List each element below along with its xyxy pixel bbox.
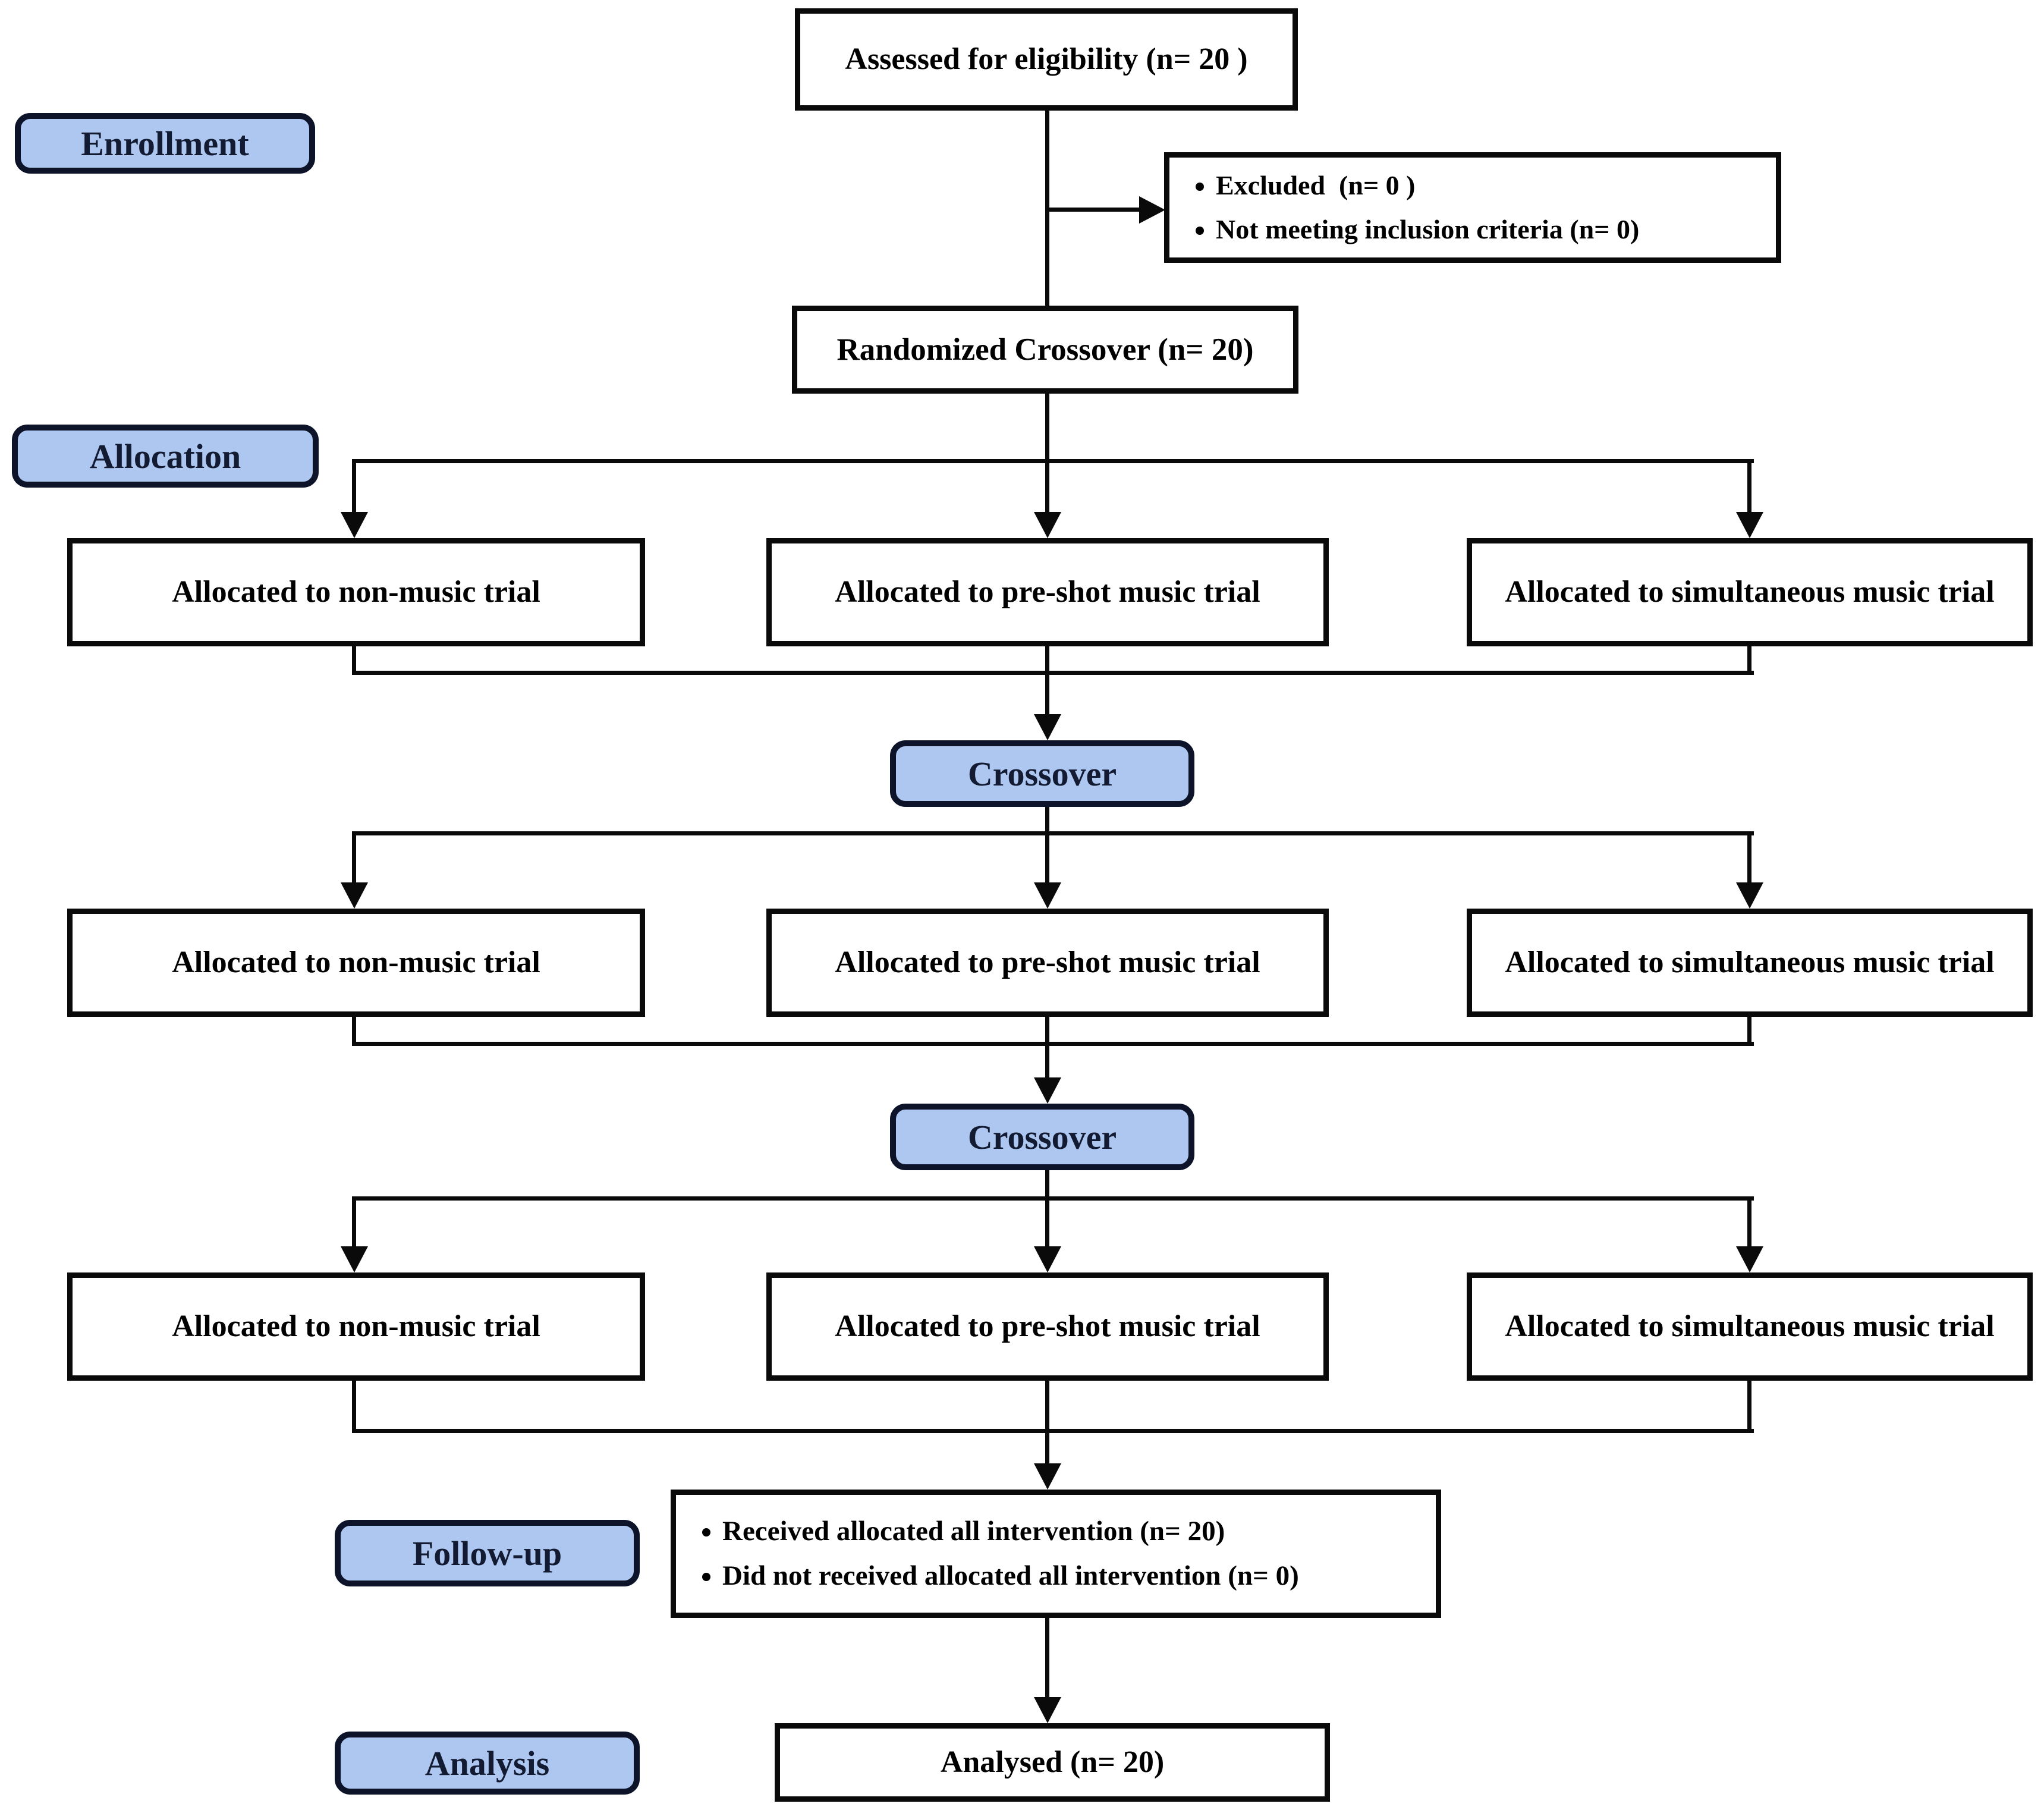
crossover1-label-text: Crossover — [967, 754, 1117, 793]
randomized-box-label: Randomized Crossover (n= 20) — [837, 332, 1254, 367]
arrow-down — [1034, 882, 1061, 909]
drop-line — [1747, 459, 1751, 514]
arrow-down — [1736, 1246, 1763, 1272]
arrow-down — [1034, 1077, 1061, 1104]
alloc-box-label: Allocated to pre-shot music trial — [835, 574, 1260, 609]
alloc-row1-simultaneous-box: Allocated to simultaneous music trial — [1467, 538, 2033, 646]
connector-followup-to-analysed — [1045, 1618, 1049, 1698]
merge-stub — [1747, 1381, 1751, 1433]
randomized-box: Randomized Crossover (n= 20) — [792, 306, 1298, 394]
alloc-box-label: Allocated to non-music trial — [172, 574, 540, 609]
allocation-label: Allocation — [12, 425, 319, 488]
drop-line — [1045, 459, 1049, 514]
followup-box: Received allocated all intervention (n= … — [671, 1490, 1441, 1618]
alloc-row3-non-music-box: Allocated to non-music trial — [67, 1272, 645, 1381]
arrow-down — [341, 1246, 368, 1272]
arrow-right-excluded — [1139, 196, 1165, 224]
analysed-box-label: Analysed (n= 20) — [940, 1745, 1165, 1779]
alloc-box-label: Allocated to pre-shot music trial — [835, 945, 1260, 979]
alloc-box-label: Allocated to pre-shot music trial — [835, 1309, 1260, 1343]
alloc-box-label: Allocated to non-music trial — [172, 945, 540, 979]
analysed-box: Analysed (n= 20) — [775, 1723, 1330, 1802]
arrow-down — [1034, 1463, 1061, 1490]
arrow-down — [1034, 1697, 1061, 1723]
followup-item: Received allocated all intervention (n= … — [722, 1509, 1299, 1554]
enrollment-label-text: Enrollment — [81, 124, 249, 163]
eligibility-box-label: Assessed for eligibility (n= 20 ) — [845, 42, 1248, 76]
analysis-label: Analysis — [335, 1732, 640, 1795]
alloc-box-label: Allocated to non-music trial — [172, 1309, 540, 1343]
arrow-down — [1736, 512, 1763, 538]
arrow-down — [1736, 882, 1763, 909]
alloc-row1-pre-shot-box: Allocated to pre-shot music trial — [766, 538, 1329, 646]
connector-to-followup — [1045, 1381, 1049, 1465]
excluded-list: Excluded (n= 0 ) Not meeting inclusion c… — [1169, 164, 1639, 251]
excluded-item: Not meeting inclusion criteria (n= 0) — [1216, 208, 1639, 252]
followup-list: Received allocated all intervention (n= … — [676, 1509, 1299, 1598]
crossover2-label: Crossover — [890, 1104, 1194, 1170]
crossover1-label: Crossover — [890, 740, 1194, 807]
alloc-box-label: Allocated to simultaneous music trial — [1505, 574, 1995, 609]
followup-label-text: Follow-up — [412, 1534, 562, 1573]
crossover2-label-text: Crossover — [967, 1117, 1117, 1157]
connector-crossover2-to-branch — [1045, 1170, 1049, 1199]
drop-line — [1747, 1196, 1751, 1248]
merge-line-row1 — [354, 671, 1754, 675]
alloc-row2-simultaneous-box: Allocated to simultaneous music trial — [1467, 909, 2033, 1017]
drop-line — [1045, 831, 1049, 884]
allocation-label-text: Allocation — [89, 436, 241, 476]
merge-stub — [1747, 1017, 1751, 1046]
alloc-box-label: Allocated to simultaneous music trial — [1505, 1309, 1995, 1343]
drop-line — [352, 1196, 356, 1248]
merge-line-row3 — [354, 1429, 1754, 1433]
merge-line-row2 — [354, 1042, 1754, 1046]
arrow-down — [341, 882, 368, 909]
alloc-row2-non-music-box: Allocated to non-music trial — [67, 909, 645, 1017]
followup-label: Follow-up — [335, 1520, 640, 1586]
connector-to-excluded — [1048, 208, 1142, 212]
arrow-down — [1034, 512, 1061, 538]
arrow-down — [341, 512, 368, 538]
merge-stub — [352, 646, 356, 675]
analysis-label-text: Analysis — [424, 1743, 550, 1783]
connector-to-crossover1 — [1045, 646, 1049, 717]
arrow-down — [1034, 714, 1061, 740]
alloc-box-label: Allocated to simultaneous music trial — [1505, 945, 1995, 979]
branch-line-crossover1 — [354, 831, 1754, 835]
drop-line — [352, 831, 356, 884]
alloc-row3-pre-shot-box: Allocated to pre-shot music trial — [766, 1272, 1329, 1381]
merge-stub — [1747, 646, 1751, 675]
drop-line — [1747, 831, 1751, 884]
excluded-item: Excluded (n= 0 ) — [1216, 164, 1639, 208]
branch-line-crossover2 — [354, 1196, 1754, 1201]
enrollment-label: Enrollment — [15, 113, 315, 174]
connector-eligibility-to-randomized — [1045, 111, 1049, 306]
alloc-row3-simultaneous-box: Allocated to simultaneous music trial — [1467, 1272, 2033, 1381]
merge-stub — [352, 1017, 356, 1046]
excluded-box: Excluded (n= 0 ) Not meeting inclusion c… — [1164, 152, 1781, 263]
branch-line-allocation — [354, 459, 1754, 463]
arrow-down — [1034, 1246, 1061, 1272]
connector-randomized-to-branch — [1045, 394, 1049, 461]
connector-crossover1-to-branch — [1045, 807, 1049, 834]
merge-stub — [352, 1381, 356, 1433]
drop-line — [1045, 1196, 1049, 1248]
alloc-row2-pre-shot-box: Allocated to pre-shot music trial — [766, 909, 1329, 1017]
eligibility-box: Assessed for eligibility (n= 20 ) — [795, 8, 1298, 111]
drop-line — [352, 459, 356, 514]
followup-item: Did not received allocated all intervent… — [722, 1554, 1299, 1598]
alloc-row1-non-music-box: Allocated to non-music trial — [67, 538, 645, 646]
connector-to-crossover2 — [1045, 1017, 1049, 1079]
